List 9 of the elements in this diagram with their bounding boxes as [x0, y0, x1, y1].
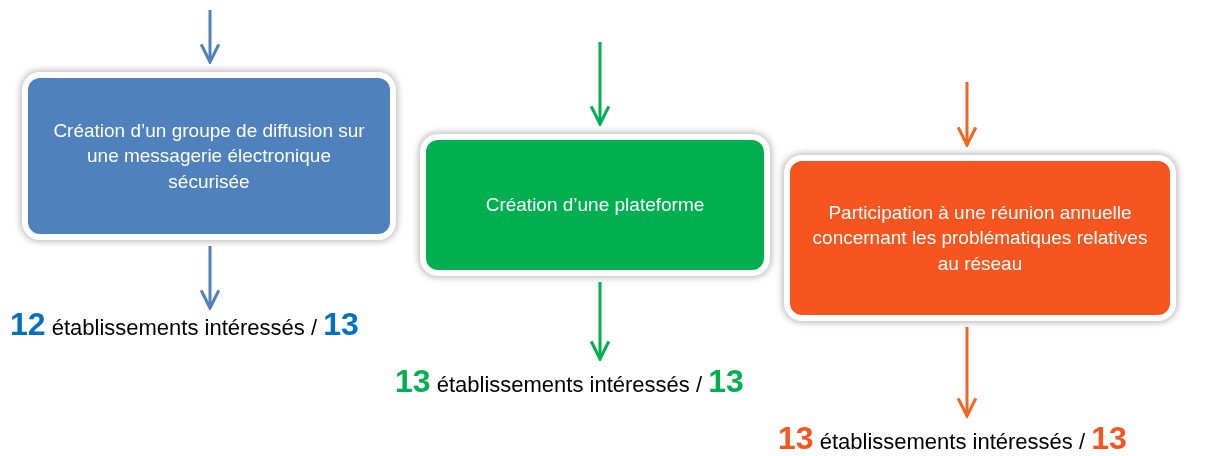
result-text: 13 établissements intéressés / 13: [395, 363, 744, 400]
arrow: [589, 42, 611, 126]
arrow: [956, 327, 978, 418]
result-text: 13 établissements intéressés / 13: [778, 420, 1127, 456]
arrow: [589, 282, 611, 361]
arrow: [199, 10, 221, 64]
result-text: 12 établissements intéressés / 13: [10, 306, 359, 343]
arrow: [956, 82, 978, 147]
arrow: [199, 246, 221, 310]
